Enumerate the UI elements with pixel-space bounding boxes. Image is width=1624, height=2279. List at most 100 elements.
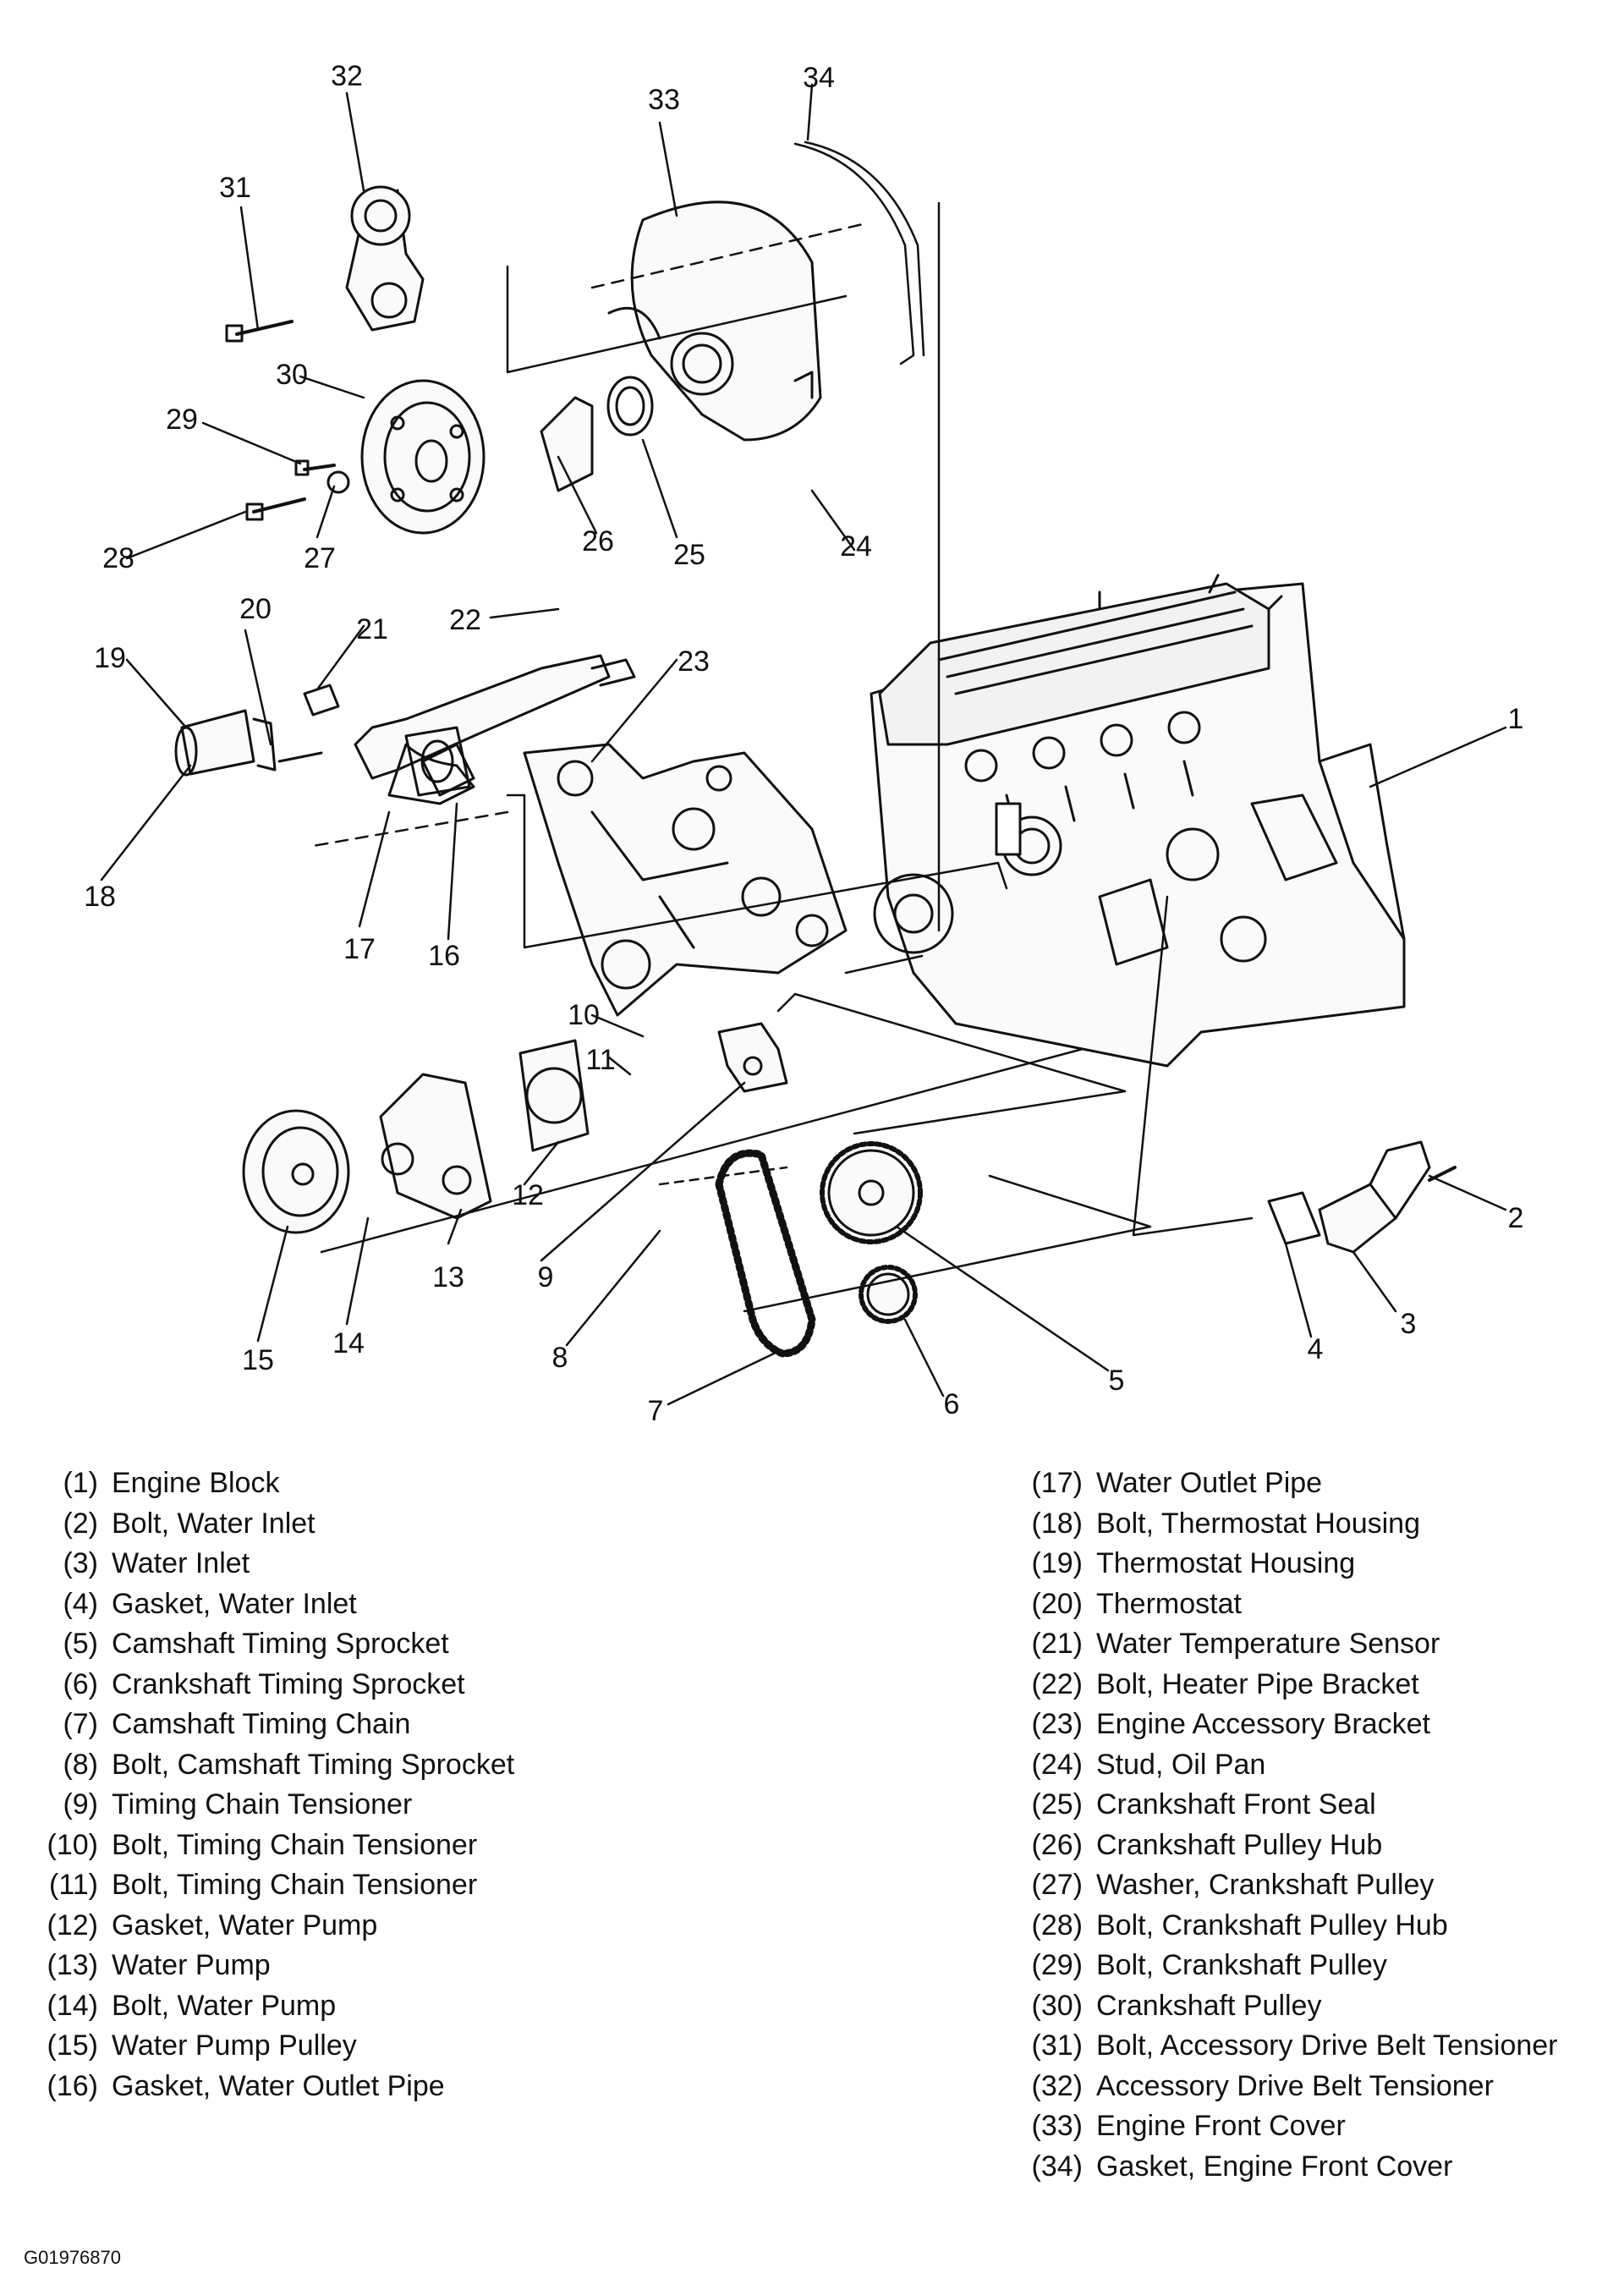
legend-number: (33) [1031, 2110, 1083, 2142]
legend-item: (9)Timing Chain Tensioner [17, 1785, 514, 1826]
legend-item: (23)Engine Accessory Bracket [998, 1705, 1558, 1745]
legend-number: (3) [63, 1547, 98, 1579]
legend-item: (20) Thermostat [998, 1584, 1558, 1625]
legend-item: (19)Thermostat Housing [998, 1544, 1558, 1584]
legend-number: (18) [1031, 1507, 1083, 1540]
legend-number: (4) [63, 1587, 98, 1620]
legend-item: (29)Bolt, Crankshaft Pulley [998, 1946, 1558, 1986]
callout-22: 22 [449, 604, 481, 636]
legend-number: (19) [1031, 1547, 1083, 1579]
callout-24: 24 [840, 530, 872, 563]
callout-20: 20 [239, 593, 272, 625]
exploded-engine-diagram [100, 83, 1507, 1406]
legend-label: Water Inlet [112, 1547, 250, 1579]
legend-label: Camshaft Timing Chain [112, 1708, 411, 1740]
legend-label: Bolt, Thermostat Housing [1096, 1507, 1420, 1540]
timing-chain-tensioner-drawing [717, 1022, 788, 1093]
legend-number: (13) [47, 1949, 98, 1981]
legend-number: (24) [1031, 1748, 1083, 1781]
legend-label: Water Temperature Sensor [1096, 1628, 1440, 1660]
legend-left-column: (1) Engine Block (2) Bolt, Water Inlet (3)… [17, 1464, 515, 2106]
legend-label: Crankshaft Pulley [1096, 1989, 1322, 2022]
legend-label: Bolt, Water Inlet [112, 1507, 315, 1540]
callout-33: 33 [648, 84, 680, 116]
legend-number: (23) [1031, 1708, 1083, 1740]
legend-item: (26) Crankshaft Pulley Hub [998, 1826, 1558, 1866]
legend-label: Crankshaft Timing Sprocket [112, 1667, 465, 1700]
legend-item: (14)Bolt, Water Pump [17, 1986, 514, 2027]
legend-number: (17) [1031, 1467, 1083, 1499]
figure-id: G01976870 [24, 2247, 121, 2268]
legend-number: (14) [47, 1989, 98, 2022]
bolts-drawing [225, 320, 350, 521]
callout-13: 13 [432, 1261, 464, 1293]
legend-number: (32) [1031, 2069, 1083, 2102]
gasket-water-outlet-pipe-drawing [404, 726, 471, 797]
legend-right-column: (17) Water Outlet Pipe (18) Bolt, Thermost… [998, 1464, 1558, 2187]
legend-item: (27)Washer, Crankshaft Pulley [998, 1865, 1558, 1906]
legend-item: (30)Crankshaft Pulley [998, 1986, 1558, 2027]
callout-25: 25 [673, 539, 705, 571]
legend-number: (28) [1031, 1908, 1083, 1941]
water-pump-drawing [242, 1039, 590, 1234]
callout-23: 23 [678, 645, 710, 678]
legend-item: (12)Gasket, Water Pump [17, 1906, 514, 1947]
callout-11: 11 [585, 1044, 616, 1076]
legend-number: (20) [1031, 1587, 1083, 1620]
legend-number: (31) [1031, 2029, 1083, 2062]
legend-label: Crankshaft Pulley Hub [1096, 1828, 1383, 1861]
callout-32: 32 [331, 60, 363, 92]
legend-number: (9) [63, 1788, 98, 1820]
legend-label: Bolt, Camshaft Timing Sprocket [112, 1748, 515, 1781]
legend-item: (25) Crankshaft Front Seal [998, 1785, 1558, 1826]
legend-item: (18) Bolt, Thermostat Housing [998, 1504, 1558, 1545]
leader-lines [100, 83, 1507, 1406]
legend-number: (25) [1031, 1788, 1083, 1820]
legend-number: (1) [63, 1467, 98, 1499]
legend-label: Bolt, Crankshaft Pulley Hub [1096, 1908, 1448, 1941]
legend-label: Gasket, Water Pump [112, 1908, 378, 1941]
legend-label: Stud, Oil Pan [1096, 1748, 1266, 1781]
legend-item: (24) Stud, Oil Pan [998, 1745, 1558, 1786]
legend-number: (34) [1031, 2150, 1083, 2183]
callout-6: 6 [943, 1388, 960, 1420]
legend-item: (33)Engine Front Cover [998, 2106, 1558, 2147]
legend-item: (7)Camshaft Timing Chain [17, 1705, 514, 1745]
legend-item: (21)Water Temperature Sensor [998, 1624, 1558, 1665]
callout-34: 34 [803, 62, 835, 94]
callout-21: 21 [356, 613, 388, 645]
legend-item: (28) Bolt, Crankshaft Pulley Hub [998, 1906, 1558, 1947]
legend-number: (2) [63, 1507, 98, 1540]
legend-item: (31)Bolt, Accessory Drive Belt Tensioner [998, 2026, 1558, 2067]
legend-label: Thermostat [1096, 1587, 1242, 1620]
callout-12: 12 [512, 1179, 544, 1211]
legend-number: (8) [63, 1748, 98, 1781]
legend-number: (15) [47, 2029, 98, 2062]
legend-label: Gasket, Engine Front Cover [1096, 2150, 1453, 2183]
legend-number: (22) [1031, 1667, 1083, 1700]
legend-label: Engine Block [112, 1467, 280, 1499]
legend-item: (1) Engine Block [17, 1464, 514, 1504]
legend-label: Water Pump Pulley [112, 2029, 357, 2062]
legend-item: (6) Crankshaft Timing Sprocket [17, 1665, 514, 1705]
engine-accessory-bracket-drawing [523, 743, 848, 1017]
legend-label: Water Outlet Pipe [1096, 1467, 1323, 1499]
legend-number: (16) [47, 2069, 98, 2102]
timing-chain-drawing [715, 1141, 923, 1358]
legend-item: (13) Water Pump [17, 1946, 514, 1986]
legend-number: (29) [1031, 1949, 1083, 1981]
legend-item: (2) Bolt, Water Inlet [17, 1504, 514, 1545]
legend-label: Water Pump [112, 1949, 271, 1981]
water-inlet-drawing [1267, 1140, 1457, 1254]
engine-block-drawing [870, 574, 1406, 1068]
callout-7: 7 [647, 1395, 664, 1427]
legend-label: Gasket, Water Inlet [112, 1587, 357, 1620]
legend-label: Crankshaft Front Seal [1096, 1788, 1376, 1820]
callout-2: 2 [1507, 1202, 1524, 1234]
legend-label: Accessory Drive Belt Tensioner [1096, 2069, 1494, 2102]
legend-number: (6) [63, 1667, 98, 1700]
legend-number: (5) [63, 1628, 98, 1660]
callout-5: 5 [1108, 1365, 1125, 1397]
legend-number: (26) [1031, 1828, 1083, 1861]
legend-number: (11) [49, 1869, 98, 1901]
